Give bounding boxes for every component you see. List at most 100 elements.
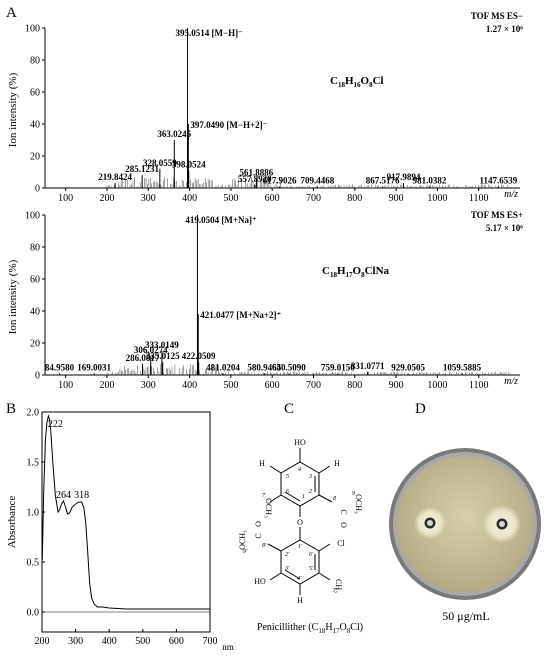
- agar-plate: [389, 448, 541, 600]
- label-o-bot: O: [254, 521, 263, 527]
- peak-label: 981.0382: [413, 175, 447, 185]
- peak-label: 419.0504 [M+Na]⁺: [185, 215, 257, 225]
- bond-ch3: [318, 572, 331, 581]
- peak-label: 561.8886: [240, 167, 274, 177]
- x-tick-label: 500: [223, 380, 238, 391]
- num-8: 8: [333, 496, 336, 502]
- num-1p: 1′: [298, 544, 303, 550]
- num-9p: 9′: [243, 549, 248, 555]
- peak-label: 306.0274: [134, 345, 168, 355]
- uv-ylabel: Absorbance: [6, 496, 18, 549]
- ms1-formula: C18H16O8Cl: [330, 75, 384, 89]
- x-tick-label: 800: [347, 380, 362, 391]
- num-4p: 4′: [297, 575, 302, 582]
- label-c-bot: C: [254, 533, 263, 538]
- label-h-left: H: [259, 459, 265, 468]
- x-tick-label: 800: [347, 193, 362, 204]
- y-tick-label: 40: [30, 307, 40, 318]
- peak-label: 867.5176: [366, 175, 400, 185]
- label-c-top: C: [339, 509, 348, 514]
- peak-label: 335.0125: [146, 351, 180, 361]
- plate-caption: 50 μg/mL: [442, 609, 489, 623]
- x-tick-label: 700: [306, 193, 321, 204]
- peak-label: 328.0559: [143, 158, 177, 168]
- label-och3-ring: OCH₃: [264, 498, 273, 518]
- panel-label-a: A: [6, 5, 17, 21]
- num-2: 2: [309, 489, 312, 495]
- well-left-highlight: [427, 520, 433, 526]
- ms2-ylabel: Ion intensity (%): [7, 259, 19, 334]
- x-tick-label: 1000: [427, 380, 447, 391]
- peak-label: 398.0524: [172, 159, 206, 169]
- x-tick-label: 500: [223, 193, 238, 204]
- plate-agar: [397, 456, 533, 592]
- well-right-highlight: [499, 521, 505, 527]
- uv-series-line: [41, 414, 210, 610]
- bond-h-left: [269, 465, 282, 474]
- peak-label: 333.0149: [145, 340, 179, 350]
- peak-label: 481.0204: [206, 362, 240, 372]
- peak-label: 709.4468: [301, 175, 335, 185]
- num-7p: 7′: [333, 588, 338, 594]
- uv-x-tick-label: 400: [102, 636, 117, 647]
- uv-peak-label: 222: [48, 419, 63, 430]
- x-tick-label: 400: [182, 380, 197, 391]
- x-tick-label: 100: [58, 380, 73, 391]
- peak-label: 421.0477 [M+Na+2]⁺: [200, 310, 281, 320]
- peak-label: 557.8920: [238, 174, 272, 184]
- y-tick-label: 80: [30, 56, 40, 67]
- bond-ester-top: [318, 494, 333, 503]
- y-tick-label: 20: [30, 339, 40, 350]
- x-tick-label: 1100: [469, 380, 489, 391]
- x-tick-label: 200: [99, 193, 114, 204]
- x-tick-label: 200: [99, 380, 114, 391]
- x-tick-label: 900: [389, 193, 404, 204]
- y-tick-label: 100: [25, 24, 40, 35]
- peak-label: 286.0817: [126, 353, 160, 363]
- lower-ring-double-bond-2: [284, 569, 301, 580]
- peak-label: 1059.5885: [443, 362, 482, 372]
- y-tick-label: 0: [35, 184, 40, 195]
- chemical-structure: [267, 448, 333, 595]
- structure-caption: Penicillither (C18H17O8Cl): [257, 622, 363, 635]
- label-och3-bot: OCH₃: [238, 530, 247, 550]
- peak-label: 285.1231: [125, 164, 159, 174]
- peak-label: 831.0771: [351, 361, 385, 371]
- panel-label-b: B: [6, 401, 16, 417]
- bond-h-right: [318, 465, 331, 474]
- uv-y-tick-label: 1.5: [27, 458, 40, 469]
- x-tick-label: 300: [141, 380, 156, 391]
- uv-y-tick-label: 2.0: [27, 408, 40, 419]
- peak-label: 640.5090: [272, 362, 306, 372]
- num-6: 6: [286, 489, 289, 495]
- label-och3-top: OCH₃: [354, 494, 363, 514]
- y-tick-label: 0: [35, 371, 40, 382]
- uv-frame: [41, 411, 211, 633]
- uv-x-tick-label: 600: [169, 636, 184, 647]
- ms1-instrument: TOF MS ES−: [471, 11, 523, 21]
- bond-och3-ring: [269, 494, 282, 503]
- label-o-top: O: [339, 522, 348, 528]
- num-5p: 5′: [309, 566, 314, 572]
- uv-y-tick-label: 1.0: [27, 508, 40, 519]
- uv-peak-label: 264: [56, 490, 71, 501]
- peak-label: 169.0031: [77, 362, 111, 372]
- x-tick-label: 400: [182, 193, 197, 204]
- label-h-bottom: H: [297, 596, 303, 605]
- label-ch3: CH₃: [334, 579, 343, 593]
- peak-label: 759.0150: [321, 362, 355, 372]
- peak-label: 929.0505: [391, 362, 425, 372]
- y-tick-label: 60: [30, 275, 40, 286]
- num-7: 7: [262, 493, 266, 499]
- num-8p: 8′: [262, 543, 267, 549]
- peak-label: 422.0509: [182, 351, 216, 361]
- y-tick-label: 60: [30, 88, 40, 99]
- atom-numbers: 1 2 3 4 5 6 7 8 9 1′ 2′ 3′ 4′ 5′ 6′ 7′ 8…: [243, 466, 355, 594]
- num-2p: 2′: [285, 552, 290, 558]
